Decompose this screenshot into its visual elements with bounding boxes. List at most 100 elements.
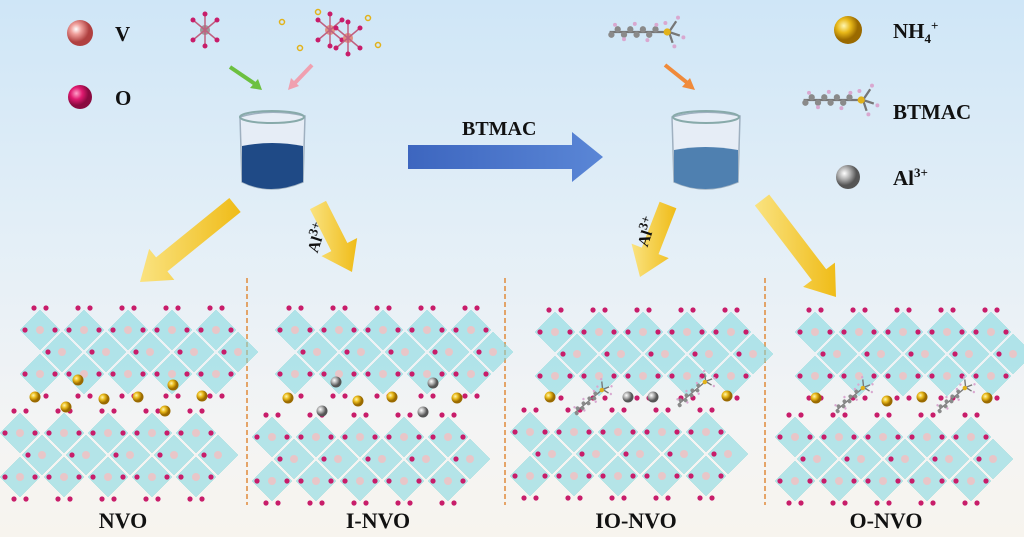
oxygen-atom <box>634 307 640 313</box>
oxygen-atom <box>43 305 49 311</box>
vanadium-atom <box>466 455 474 463</box>
btmac-molecule <box>573 377 613 416</box>
hydrogen-atom <box>957 398 960 401</box>
nh4-small-ion <box>278 18 286 26</box>
vanadium-precursor-molecule <box>190 11 220 49</box>
carbon-atom <box>639 26 647 33</box>
nh4-ion <box>159 405 171 417</box>
vanadium-atom <box>791 433 799 441</box>
vanadium-atom <box>36 326 44 334</box>
vanadium-atom <box>614 472 622 480</box>
yellow-arrow <box>631 201 677 277</box>
nitrogen-atom <box>860 385 865 391</box>
yellow-arrow <box>140 198 241 282</box>
oxygen-atom <box>533 495 539 501</box>
oxygen-atom <box>87 305 93 311</box>
oxygen-atom <box>298 305 304 311</box>
vanadium-atom <box>104 429 112 437</box>
vanadium-atom <box>268 477 276 485</box>
nh4-ion <box>167 379 179 391</box>
oxygen-atom <box>321 371 327 377</box>
carbon-atom <box>575 406 580 411</box>
vanadium-atom <box>987 372 995 380</box>
vanadium-atom <box>312 433 320 441</box>
oxygen-atom <box>886 500 892 506</box>
molecule-bonds <box>803 88 875 112</box>
nh4-ion-icon <box>834 16 862 44</box>
bond <box>204 19 218 31</box>
oxygen-atom <box>45 349 51 355</box>
vanadium-atom <box>683 328 691 336</box>
nh4-small-ion <box>374 41 382 49</box>
oxygen-atom <box>228 327 234 333</box>
hydrogen-atom <box>844 407 847 410</box>
nitrogen-atom <box>599 387 604 393</box>
vanadium-oxide-layer <box>774 412 1014 506</box>
al-ion <box>647 391 659 403</box>
oxygen-atom <box>797 373 803 379</box>
hydrogen-atom <box>860 375 864 379</box>
vanadium-atom <box>104 473 112 481</box>
oxygen-atom <box>895 478 901 484</box>
oxygen-atom <box>983 478 989 484</box>
oxygen-atom <box>556 429 562 435</box>
hydrogen-atom <box>866 112 871 117</box>
oxygen-atom <box>69 452 75 458</box>
carbon-atom <box>614 26 621 33</box>
oxygen-atom <box>374 393 380 399</box>
oxygen-atom <box>342 305 348 311</box>
vanadium-oxide-layer <box>19 305 259 399</box>
oxygen-atom <box>351 327 357 333</box>
carbon-atom <box>840 99 847 106</box>
vanadium-oxide-layer <box>0 408 239 502</box>
oxygen-atom <box>462 393 468 399</box>
hydrogen-atom <box>686 401 689 404</box>
oxygen-atom <box>365 456 371 462</box>
vanadium-atom <box>617 350 625 358</box>
ligand-atom <box>345 51 351 57</box>
oxygen-atom <box>600 473 606 479</box>
oxygen-atom <box>973 329 979 335</box>
vanadium-atom <box>82 451 90 459</box>
bond <box>329 19 343 31</box>
oxygen-atom <box>46 474 52 480</box>
oxygen-atom <box>625 329 631 335</box>
oxygen-atom <box>75 305 81 311</box>
vanadium-atom <box>467 326 475 334</box>
oxygen-atom <box>307 500 313 506</box>
oxygen-atom <box>263 412 269 418</box>
oxygen-atom <box>669 329 675 335</box>
panel-label-io-nvo: IO-NVO <box>595 508 677 533</box>
vanadium-atom <box>702 472 710 480</box>
oxygen-atom <box>76 474 82 480</box>
oxygen-atom <box>67 496 73 502</box>
hydrogen-atom <box>695 381 699 385</box>
beaker-dark-icon <box>239 110 306 190</box>
oxygen-atom <box>844 456 850 462</box>
oxygen-atom <box>862 307 868 313</box>
oxygen-atom <box>307 371 313 377</box>
oxygen-atom <box>395 412 401 418</box>
oxygen-atom <box>199 496 205 502</box>
nh4-small-ion <box>364 14 372 22</box>
hydrogen-atom <box>645 38 650 43</box>
oxygen-atom <box>134 430 140 436</box>
oxygen-atom <box>718 429 724 435</box>
vanadium-atom <box>965 350 973 358</box>
oxygen-atom <box>567 373 573 379</box>
oxygen-atom <box>974 412 980 418</box>
oxygen-atom <box>228 371 234 377</box>
vanadium-atom <box>727 328 735 336</box>
bond <box>192 29 206 41</box>
ligand-atom <box>214 17 220 23</box>
nitrogen-atom <box>663 28 671 36</box>
oxygen-atom <box>23 408 29 414</box>
oxygen-atom <box>321 456 327 462</box>
oxygen-atom <box>143 496 149 502</box>
vanadium-oxide-layer <box>509 407 749 501</box>
carbon-atom <box>835 409 840 414</box>
oxygen-atom <box>300 349 306 355</box>
oxygen-atom <box>560 351 566 357</box>
vanadium-atom <box>334 455 342 463</box>
oxygen-atom <box>163 393 169 399</box>
